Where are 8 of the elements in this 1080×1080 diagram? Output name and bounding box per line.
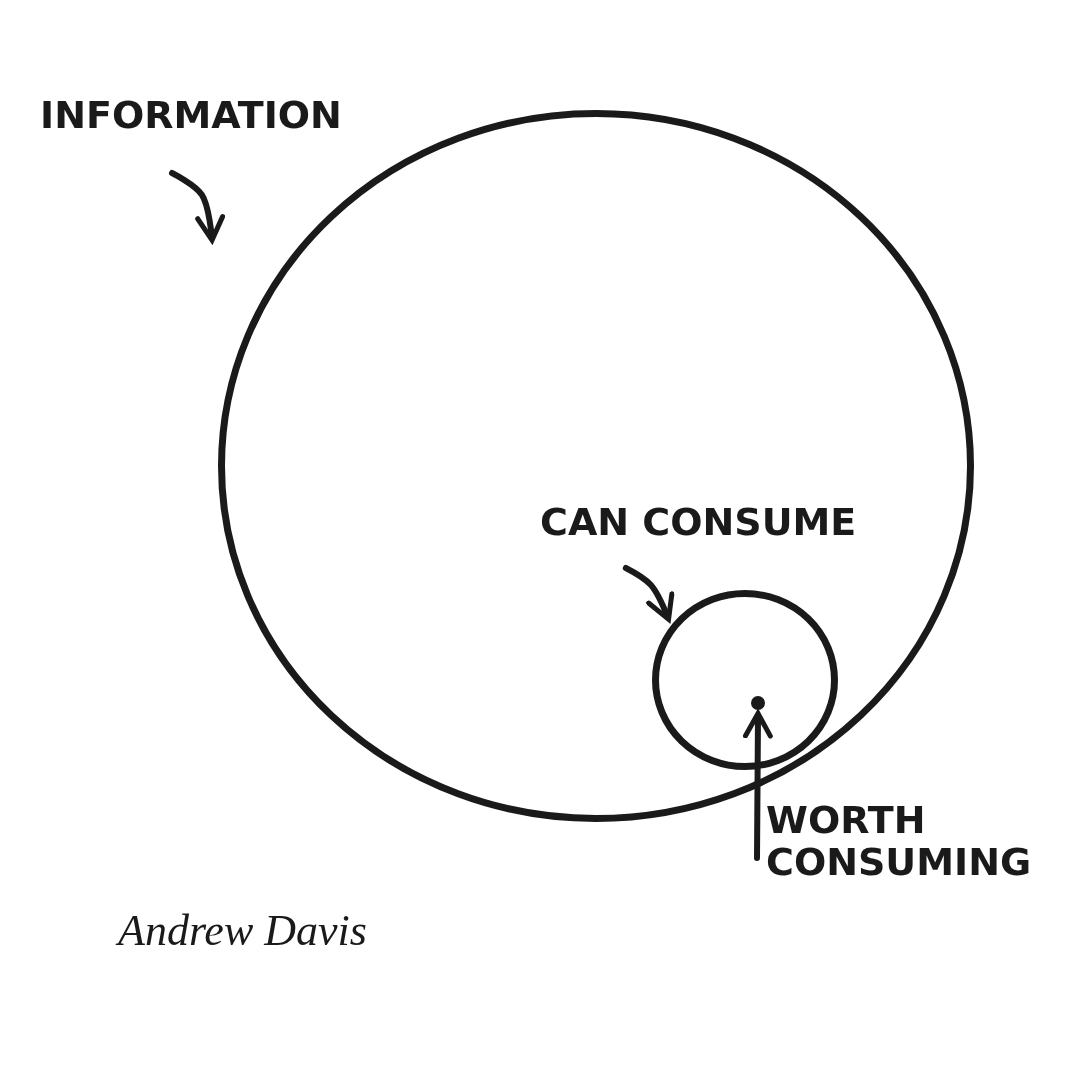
text-label: INFORMATION <box>40 95 370 165</box>
dot <box>751 696 765 710</box>
circle-outline <box>652 590 838 770</box>
arrow <box>742 711 773 861</box>
arrow <box>622 565 675 622</box>
arrow <box>169 170 225 243</box>
text-label: CAN CONSUME <box>540 502 870 558</box>
text-label: WORTH CONSUMING <box>766 800 1046 892</box>
